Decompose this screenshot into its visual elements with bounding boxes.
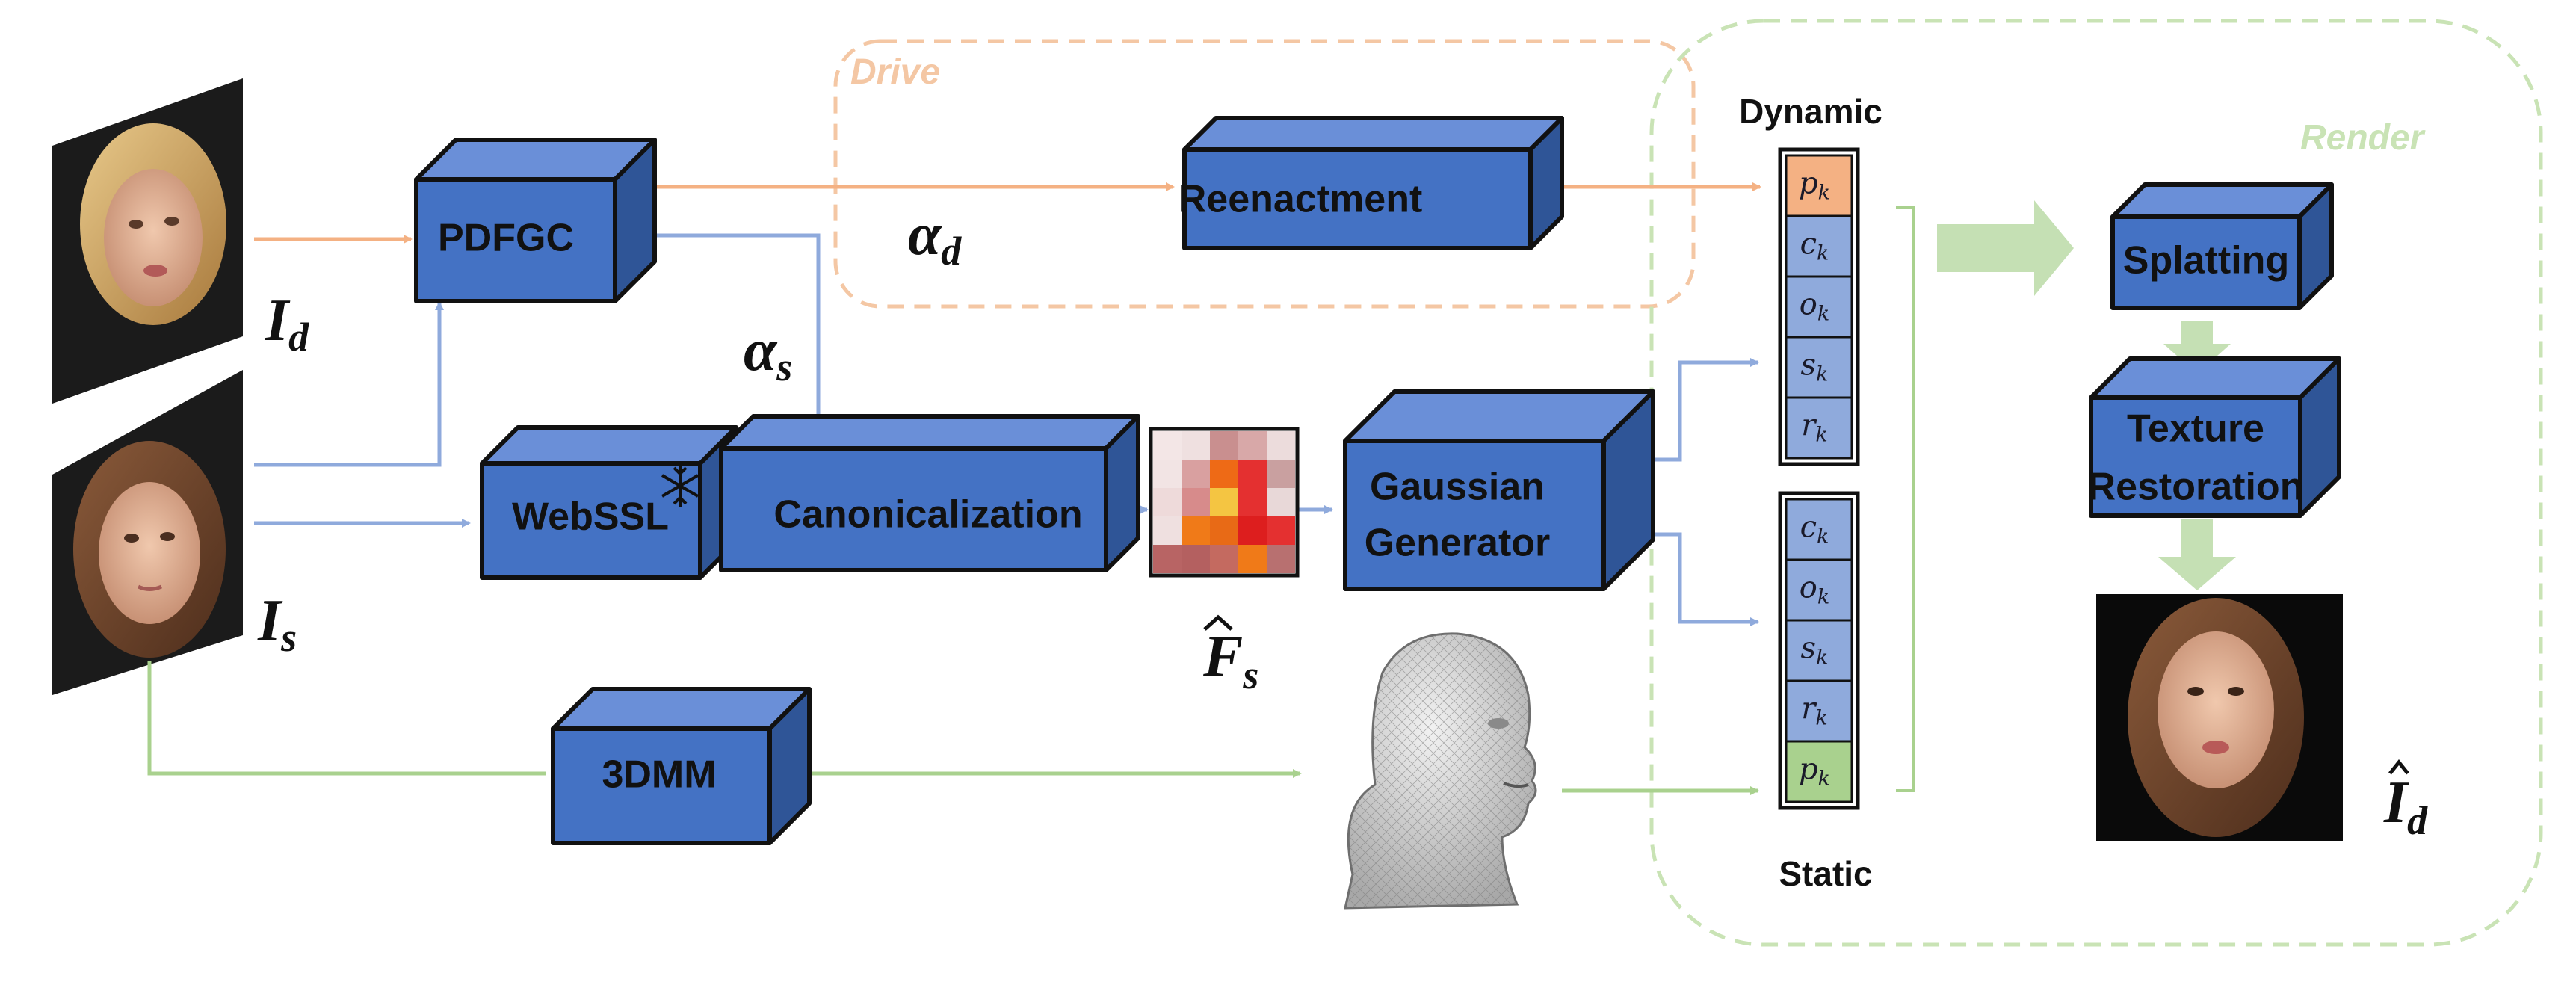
svg-text:pk: pk (1799, 753, 1830, 791)
feature-map-cell (1210, 488, 1238, 516)
threedmm-label: 3DMM (602, 753, 716, 797)
feature-map-cell (1182, 545, 1210, 573)
output-image-label: Id (2383, 759, 2428, 843)
attribute-cell-o: ok (1785, 275, 1853, 339)
feature-map-cell (1182, 516, 1210, 545)
feature-map-cell (1153, 431, 1182, 460)
attribute-cell-r: rk (1785, 679, 1853, 743)
feature-map-cell (1267, 460, 1295, 488)
svg-text:ok: ok (1800, 288, 1829, 326)
feature-map-cell (1238, 460, 1267, 488)
canonicalization-label: Canonicalization (773, 493, 1082, 537)
head-mesh-image (1344, 632, 1537, 910)
svg-text:ck: ck (1800, 227, 1829, 265)
render-flow-arrows (1937, 200, 2236, 590)
svg-text:rk: rk (1801, 692, 1828, 730)
feature-map-cell (1182, 460, 1210, 488)
webssl-label: WebSSL (512, 495, 669, 539)
static-attribute-column: ck ok sk rk pk (1778, 491, 1860, 810)
texture-restoration-box (2089, 356, 2341, 518)
gaussian-generator-label-line2: Generator (1365, 522, 1551, 565)
gaussian-generator-label-line1: Gaussian (1370, 466, 1545, 509)
splatting-box (2110, 182, 2334, 310)
feature-map-cell (1267, 431, 1295, 460)
splatting-label: Splatting (2123, 239, 2289, 282)
module-boxes (414, 116, 2341, 845)
attribute-bracket (1896, 206, 1915, 792)
green-arrows (147, 661, 1759, 795)
attribute-cell-c: ck (1785, 498, 1853, 561)
attribute-cell-o: ok (1785, 558, 1853, 622)
attribute-cell-p: pk (1785, 154, 1853, 217)
feature-map-cell (1267, 516, 1295, 545)
feature-map-cell (1182, 488, 1210, 516)
threedmm-box (551, 687, 812, 845)
drive-region (833, 39, 1696, 309)
svg-text:ok: ok (1800, 571, 1829, 609)
gaussian-generator-box (1343, 389, 1655, 591)
feature-map-cell (1238, 431, 1267, 460)
svg-text:rk: rk (1801, 409, 1828, 447)
feature-map-cell (1153, 516, 1182, 545)
pdfgc-box (414, 138, 657, 303)
attribute-cell-r: rk (1785, 396, 1853, 460)
feature-map-cell (1210, 460, 1238, 488)
feature-map-cell (1238, 516, 1267, 545)
orange-arrows (254, 182, 1761, 244)
texture-restoration-label-line1: Texture (2127, 407, 2264, 451)
svg-text:sk: sk (1801, 631, 1829, 670)
feature-map-cell (1153, 460, 1182, 488)
feature-map-cell (1238, 545, 1267, 573)
driving-image (52, 78, 243, 404)
frozen-snowflake-icon (661, 465, 699, 507)
output-face-image (2096, 594, 2343, 841)
feature-map-cell (1182, 431, 1210, 460)
pdfgc-label: PDFGC (438, 217, 574, 260)
canonical-feature-map (1149, 427, 1300, 578)
svg-text:Id: Id (2383, 770, 2428, 843)
drive-region-label: Drive (850, 52, 940, 92)
canonical-feature-label: Fs (1202, 614, 1258, 697)
dynamic-attribute-column: pk ck ok sk rk (1778, 147, 1860, 466)
source-image (52, 370, 243, 695)
reenactment-box (1182, 116, 1564, 250)
svg-text:sk: sk (1801, 348, 1829, 386)
texture-restoration-label-line2: Restoration (2088, 466, 2304, 509)
static-title: Static (1779, 854, 1872, 893)
dynamic-title: Dynamic (1739, 92, 1882, 131)
feature-map-cell (1210, 516, 1238, 545)
reenactment-label: Reenactment (1179, 178, 1423, 221)
attribute-cell-c: ck (1785, 214, 1853, 278)
source-image-label: Is (257, 588, 297, 660)
feature-map-cell (1153, 488, 1182, 516)
svg-text:ck: ck (1800, 510, 1829, 549)
alpha-source-label: αs (744, 318, 792, 389)
attribute-cell-p: pk (1785, 740, 1853, 803)
alpha-drive-label: αd (908, 202, 962, 274)
driving-image-label: Id (265, 288, 309, 359)
svg-text:Fs: Fs (1202, 624, 1258, 697)
attribute-cell-s: sk (1785, 619, 1853, 682)
feature-map-cell (1267, 545, 1295, 573)
attribute-cell-s: sk (1785, 336, 1853, 399)
feature-map-cell (1210, 545, 1238, 573)
render-region-label: Render (2300, 118, 2426, 158)
svg-text:pk: pk (1799, 167, 1830, 205)
feature-map-cell (1267, 488, 1295, 516)
feature-map-cell (1153, 545, 1182, 573)
canonicalization-box (719, 414, 1140, 572)
webssl-box (480, 425, 738, 580)
feature-map-cell (1238, 488, 1267, 516)
feature-map-cell (1210, 431, 1238, 460)
